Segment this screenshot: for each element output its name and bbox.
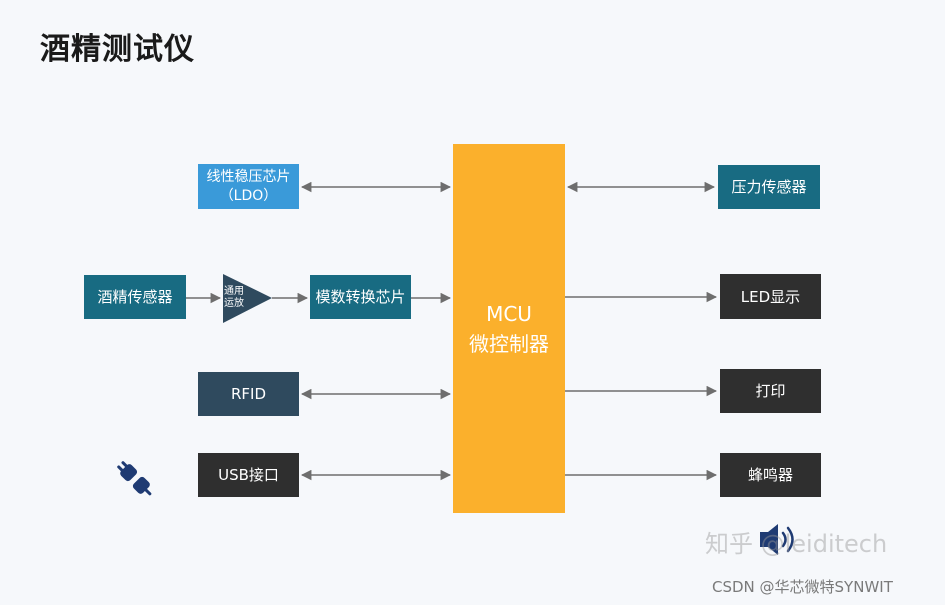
- buzzer-label: 蜂鸣器: [747, 466, 793, 484]
- page-title: 酒精测试仪: [40, 32, 195, 67]
- amplifier-label-line1: 通用: [224, 286, 244, 297]
- adc-chip-label: 模数转换芯片: [315, 288, 406, 306]
- ldo-chip-box: 线性稳压芯片 （LDO）: [198, 164, 299, 209]
- amplifier-label-line2: 运放: [224, 298, 244, 309]
- print-box: 打印: [720, 369, 821, 413]
- mcu-sublabel: 微控制器: [469, 331, 549, 356]
- buzzer-box: 蜂鸣器: [720, 453, 821, 497]
- speaker-icon: [760, 524, 794, 555]
- ldo-label-line1: 线性稳压芯片: [206, 168, 291, 185]
- usb-interface-label: USB接口: [218, 466, 279, 484]
- rfid-box: RFID: [198, 372, 299, 416]
- ldo-label-line2: （LDO）: [219, 187, 278, 204]
- pressure-sensor-label: 压力传感器: [731, 178, 807, 196]
- mcu-block: MCU 微控制器: [453, 144, 565, 513]
- adc-chip-box: 模数转换芯片: [310, 275, 411, 319]
- zhihu-watermark: 知乎 @leiditech: [705, 530, 888, 558]
- mcu-label: MCU: [486, 301, 532, 326]
- plug-icon: [117, 461, 152, 496]
- usb-interface-box: USB接口: [198, 453, 299, 497]
- amplifier-label: 通用 运放: [224, 286, 244, 310]
- amplifier-triangle: [223, 274, 272, 323]
- led-display-box: LED显示: [720, 274, 821, 319]
- pressure-sensor-box: 压力传感器: [718, 165, 820, 209]
- led-display-label: LED显示: [740, 287, 801, 306]
- csdn-watermark: CSDN @华芯微特SYNWIT: [712, 578, 893, 596]
- print-label: 打印: [755, 382, 786, 400]
- alcohol-sensor-box: 酒精传感器: [84, 275, 186, 319]
- rfid-label: RFID: [230, 385, 267, 403]
- alcohol-sensor-label: 酒精传感器: [97, 288, 173, 306]
